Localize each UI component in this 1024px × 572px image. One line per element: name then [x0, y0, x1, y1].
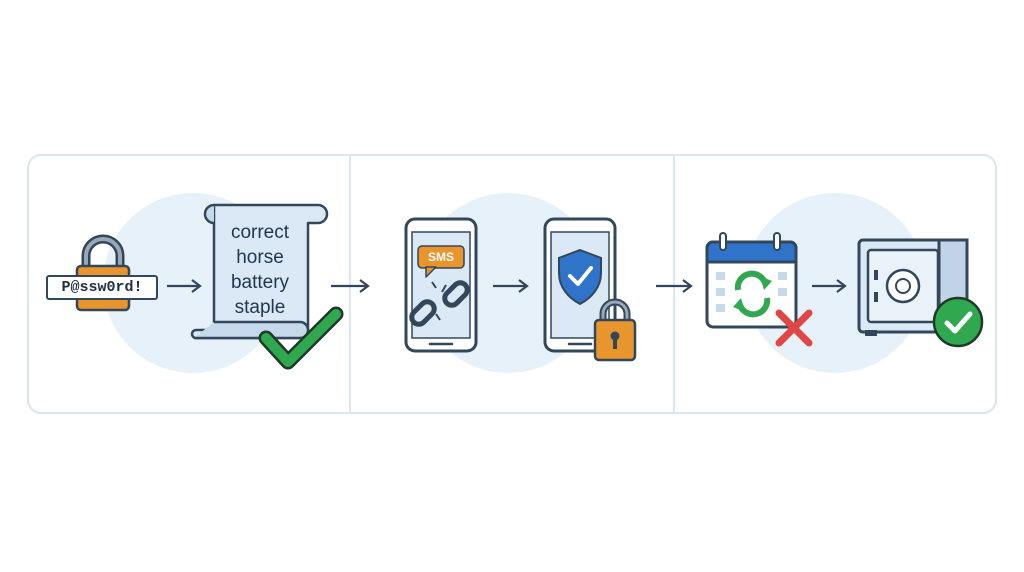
passphrase-word: correct [230, 222, 290, 243]
passphrase-word: horse [236, 247, 284, 268]
passphrase: correct horse battery staple [212, 220, 308, 320]
broken-chain-icon [409, 280, 470, 327]
weak-password-label: P@ssw0rd! [46, 275, 158, 300]
green-check-icon [258, 306, 344, 370]
arrow-right-icon [493, 279, 529, 293]
sms-label: SMS [427, 250, 454, 264]
arrow-right-icon [812, 279, 847, 293]
check-badge-icon [932, 296, 984, 348]
arrow-right-icon [167, 279, 202, 293]
shield-check-icon [558, 248, 602, 306]
red-x-icon [775, 309, 813, 347]
arrow-right-icon [331, 279, 370, 293]
refresh-arrows-icon [733, 270, 772, 318]
scroll-icon [190, 203, 329, 340]
passphrase-word: staple [234, 297, 286, 318]
calendar-icon [705, 232, 798, 329]
arrow-right-icon [656, 279, 693, 293]
sms-bubble-icon [417, 245, 465, 278]
orange-padlock-icon [593, 298, 637, 362]
panel-divider [349, 156, 351, 412]
passphrase-word: battery [230, 272, 290, 293]
panel-divider [673, 156, 675, 412]
